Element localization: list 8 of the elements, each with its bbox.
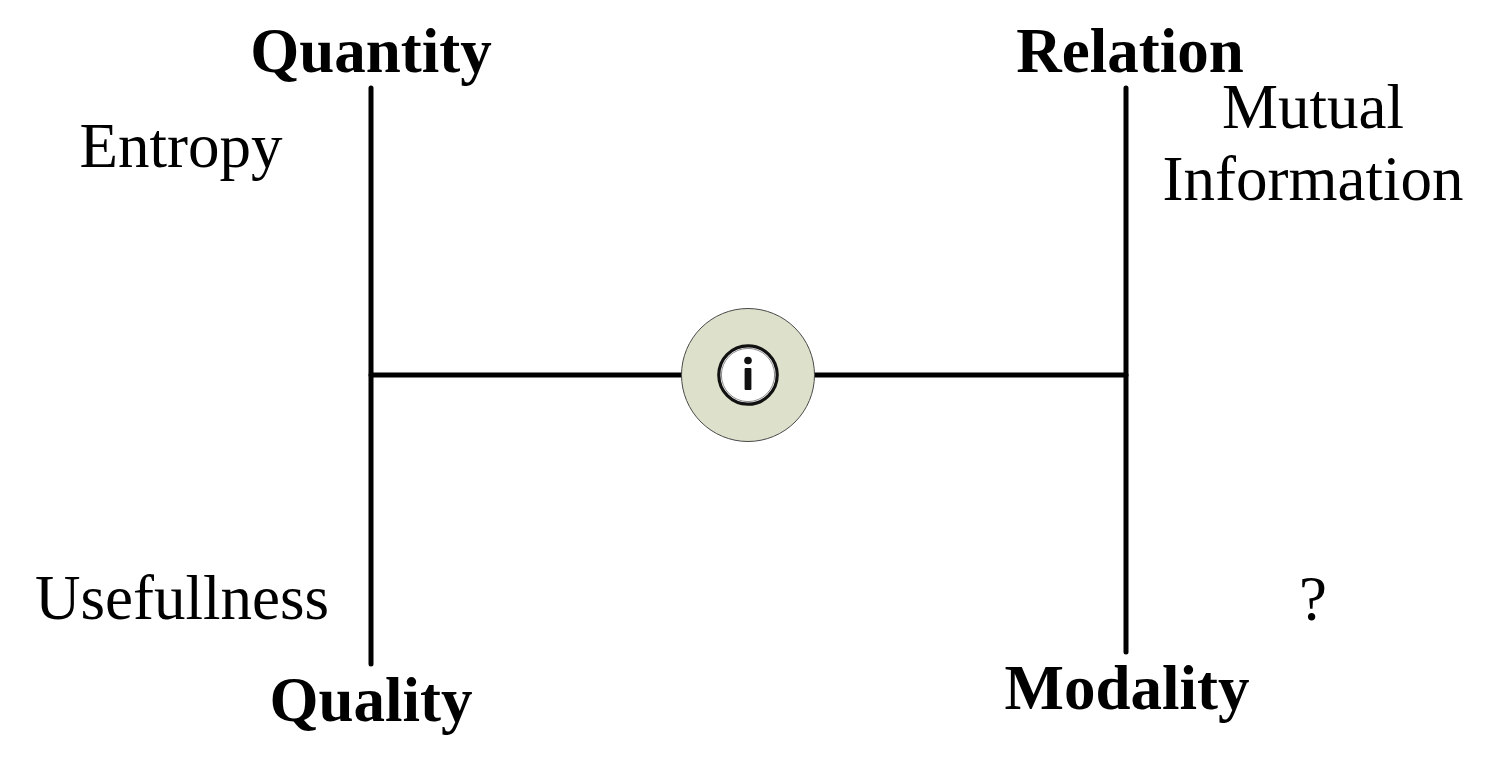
category-heading: Modality [1004, 654, 1250, 723]
term-label: Usefullness [35, 564, 329, 633]
connector-line [368, 85, 374, 667]
term-label: ? [1299, 565, 1327, 634]
category-heading: Quantity [250, 17, 492, 86]
connector-line [1123, 85, 1129, 655]
category-heading: Quality [269, 666, 473, 735]
term-label: Entropy [79, 112, 283, 181]
